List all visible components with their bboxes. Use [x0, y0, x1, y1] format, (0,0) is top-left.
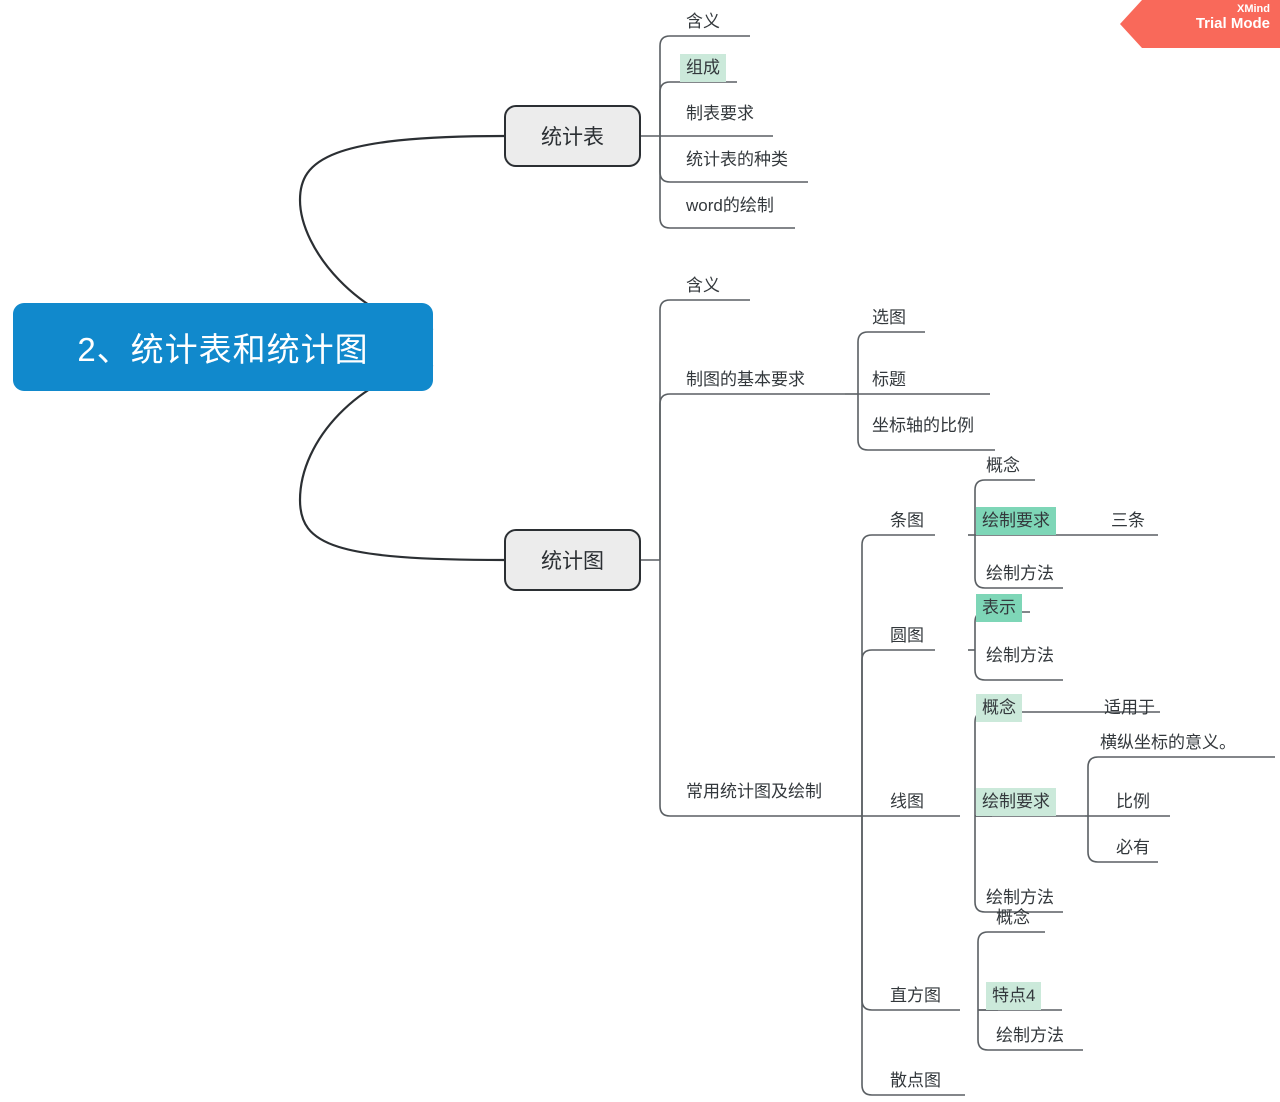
topic-tiaotu[interactable]: 条图: [890, 511, 924, 530]
link-root-to-tongjibiao: [298, 134, 505, 332]
topic-zucheng[interactable]: 组成: [680, 54, 726, 82]
root-label: 2、统计表和统计图: [77, 331, 369, 368]
topic-xuantu[interactable]: 选图: [872, 308, 906, 327]
topic-xiantu[interactable]: 线图: [890, 792, 924, 811]
branch-label: 统计表: [541, 126, 604, 149]
topic-xiantu-huizhiyaoqiu[interactable]: 绘制要求: [976, 788, 1056, 816]
topic-shiyongyu[interactable]: 适用于: [1104, 698, 1155, 717]
topic-zhifangtu-huizhifangfa[interactable]: 绘制方法: [996, 1026, 1064, 1045]
topic-xiantu-gainian[interactable]: 概念: [976, 694, 1022, 722]
xmind-label: XMind: [1237, 3, 1270, 15]
topic-tiaotu-gainian[interactable]: 概念: [986, 456, 1020, 475]
topic-sandiantu[interactable]: 散点图: [890, 1071, 941, 1090]
root-node[interactable]: 2、统计表和统计图: [13, 303, 433, 391]
link-tongjitu-zhitu: [659, 393, 845, 560]
topic-tiaotu-huizhiyaoqiu[interactable]: 绘制要求: [976, 507, 1056, 535]
topic-tongjibiao-zhonglei[interactable]: 统计表的种类: [686, 150, 788, 169]
link-root-to-tongjitu: [298, 363, 505, 562]
topic-hanyi-tu[interactable]: 含义: [686, 276, 720, 295]
topic-zhifangtu-gainian[interactable]: 概念: [996, 908, 1030, 927]
trial-mode-label: Trial Mode: [1195, 14, 1270, 32]
topic-yuantu-huizhifangfa[interactable]: 绘制方法: [986, 646, 1054, 665]
link-changyong-zhifangtu: [861, 816, 960, 1011]
xmind-trial-badge: XMind Trial Mode: [1120, 0, 1280, 48]
topic-yuantu-biaoshi[interactable]: 表示: [976, 594, 1022, 622]
topic-biyou[interactable]: 必有: [1116, 838, 1150, 857]
topic-xiantu-huizhifangfa[interactable]: 绘制方法: [986, 888, 1054, 907]
branch-node-tongjitu[interactable]: 统计图: [504, 529, 641, 591]
topic-zhibiaoyaoqiu[interactable]: 制表要求: [686, 104, 754, 123]
topic-tiaotu-huizhifangfa[interactable]: 绘制方法: [986, 564, 1054, 583]
badge-shape: [1120, 0, 1280, 48]
topic-changyong-tongjitu[interactable]: 常用统计图及绘制: [686, 782, 822, 801]
topic-santiao[interactable]: 三条: [1111, 511, 1145, 530]
link-tongjitu-hanyi: [659, 299, 750, 560]
topic-biaoti[interactable]: 标题: [872, 370, 906, 389]
topic-tedian4[interactable]: 特点4: [986, 982, 1042, 1010]
topic-zhifangtu[interactable]: 直方图: [890, 986, 941, 1005]
link-changyong-sandiantu: [861, 816, 965, 1096]
branch-label: 统计图: [541, 550, 604, 573]
topic-bili[interactable]: 比例: [1116, 792, 1150, 811]
topic-zuobiaozhou-bili[interactable]: 坐标轴的比例: [872, 416, 974, 435]
branch-node-tongjibiao[interactable]: 统计表: [504, 105, 641, 167]
topic-yuantu[interactable]: 圆图: [890, 626, 924, 645]
topic-zhitu-jibenyaoqiu[interactable]: 制图的基本要求: [686, 370, 805, 389]
topic-hengzong-zuobiao[interactable]: 横纵坐标的意义。: [1100, 733, 1236, 752]
link-changyong-tiaotu: [861, 534, 935, 816]
topic-word-huizhi[interactable]: word的绘制: [686, 196, 774, 215]
topic-hanyi-biao[interactable]: 含义: [686, 12, 720, 31]
